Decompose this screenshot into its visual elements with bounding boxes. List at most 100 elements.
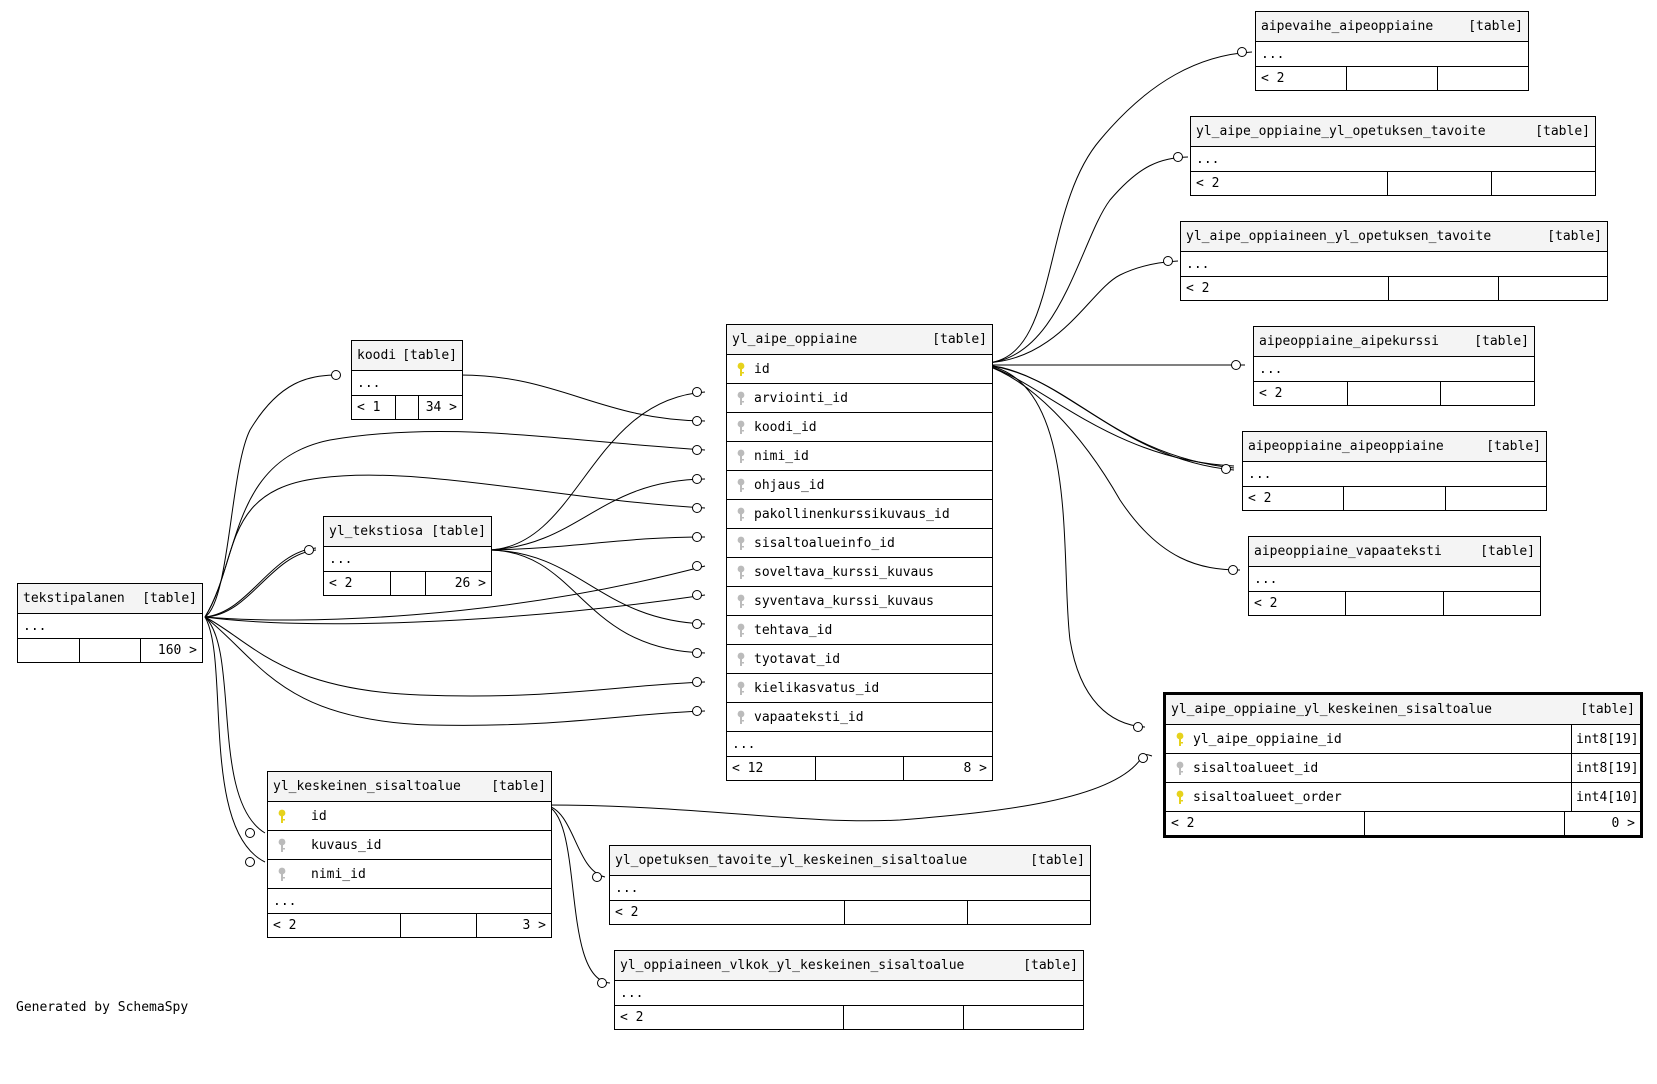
table-tag: [table] — [142, 591, 197, 606]
rows-cell — [844, 901, 967, 924]
crowfoot-circle — [692, 648, 702, 658]
rows-cell — [1345, 592, 1442, 615]
parents-count[interactable]: < 2 — [1261, 71, 1285, 86]
crowfoot-circle — [1163, 256, 1173, 266]
children-count[interactable] — [1442, 592, 1540, 615]
column-row[interactable]: koodi_id — [727, 413, 992, 442]
column-row[interactable]: id — [268, 802, 551, 831]
table-name: yl_keskeinen_sisaltoalue — [273, 779, 461, 794]
crowfoot-circle — [692, 416, 702, 426]
rows-cell — [78, 639, 141, 662]
table-yl-aipe-oppiaine-yl-keskeinen-sisaltoalue[interactable]: yl_aipe_oppiaine_yl_keskeinen_sisaltoalu… — [1163, 692, 1643, 838]
column-row[interactable]: soveltava_kurssi_kuvaus — [727, 558, 992, 587]
table-tag: [table] — [1480, 544, 1535, 559]
column-row[interactable]: tehtava_id — [727, 616, 992, 645]
parents-count[interactable]: < 1 — [357, 400, 381, 415]
column-row[interactable]: tyotavat_id — [727, 645, 992, 674]
children-count[interactable] — [1440, 382, 1534, 405]
column-row[interactable]: nimi_id — [727, 442, 992, 471]
table-tag: [table] — [1474, 334, 1529, 349]
children-count[interactable] — [967, 901, 1090, 924]
parents-count[interactable]: < 2 — [1259, 386, 1283, 401]
table-yl-aipe-oppiaine[interactable]: yl_aipe_oppiaine[table] id arviointi_id … — [726, 324, 993, 781]
table-yl-aipe-oppiaine-yl-opetuksen-tavoite[interactable]: yl_aipe_oppiaine_yl_opetuksen_tavoite[ta… — [1190, 116, 1596, 196]
table-yl-opetuksen-tavoite-yl-keskeinen-sisaltoalue[interactable]: yl_opetuksen_tavoite_yl_keskeinen_sisalt… — [609, 845, 1091, 925]
table-tag: [table] — [1547, 229, 1602, 244]
column-row[interactable]: syventava_kurssi_kuvaus — [727, 587, 992, 616]
edge-tp-tekstiosa-2 — [204, 547, 317, 618]
parents-count[interactable]: < 2 — [615, 905, 639, 920]
children-count[interactable]: 160 > — [140, 639, 202, 662]
column-name: sisaltoalueinfo_id — [754, 535, 895, 551]
column-type: int4[10] — [1571, 783, 1640, 811]
column-row[interactable]: nimi_id — [268, 860, 551, 889]
parents-count[interactable]: < 2 — [329, 576, 353, 591]
column-name: tyotavat_id — [754, 651, 841, 667]
column-row[interactable]: vapaateksti_id — [727, 703, 992, 732]
foreign-key-icon — [734, 681, 748, 696]
parents-count[interactable]: < 2 — [620, 1010, 644, 1025]
primary-key-icon — [734, 362, 748, 377]
rows-cell — [395, 396, 418, 419]
parents-count[interactable]: < 2 — [1171, 816, 1195, 831]
children-count[interactable] — [1444, 487, 1546, 510]
parents-count[interactable]: < 2 — [1254, 596, 1278, 611]
table-aipeoppiaine-aipekurssi[interactable]: aipeoppiaine_aipekurssi[table] ... < 2 — [1253, 326, 1535, 406]
edge-to-ohjaus — [489, 478, 706, 551]
table-yl-oppiaineen-vlkok-yl-keskeinen-sisaltoalue[interactable]: yl_oppiaineen_vlkok_yl_keskeinen_sisalto… — [614, 950, 1084, 1030]
column-name: nimi_id — [311, 866, 366, 882]
edge-main-vapaateksti — [984, 364, 1241, 571]
children-count[interactable] — [963, 1006, 1083, 1029]
children-count[interactable]: 34 > — [418, 396, 462, 419]
parents-count[interactable]: < 2 — [1186, 281, 1210, 296]
column-name: syventava_kurssi_kuvaus — [754, 593, 935, 609]
column-name: kuvaus_id — [311, 837, 382, 853]
columns-ellipsis: ... — [1243, 462, 1546, 487]
children-count[interactable] — [1497, 277, 1608, 300]
parents-count[interactable] — [18, 639, 79, 662]
column-name: kielikasvatus_id — [754, 680, 880, 696]
column-row[interactable]: arviointi_id — [727, 384, 992, 413]
table-tekstipalanen[interactable]: tekstipalanen[table] ... 160 > — [17, 583, 203, 663]
column-row[interactable]: sisaltoalueinfo_id — [727, 529, 992, 558]
columns-ellipsis: ... — [1249, 567, 1540, 592]
foreign-key-icon — [734, 478, 748, 493]
column-row[interactable]: id — [727, 355, 992, 384]
column-type: int8[19] — [1571, 754, 1640, 782]
column-row[interactable]: ohjaus_id — [727, 471, 992, 500]
table-yl-aipe-oppiaineen-yl-opetuksen-tavoite[interactable]: yl_aipe_oppiaineen_yl_opetuksen_tavoite[… — [1180, 221, 1608, 301]
table-tag: [table] — [1486, 439, 1541, 454]
column-row[interactable]: kielikasvatus_id — [727, 674, 992, 703]
children-count[interactable]: 3 > — [475, 914, 551, 937]
parents-count[interactable]: < 2 — [273, 918, 297, 933]
parents-count[interactable]: < 2 — [1196, 176, 1220, 191]
parents-count[interactable]: < 12 — [732, 761, 764, 776]
foreign-key-icon — [734, 536, 748, 551]
children-count[interactable]: 8 > — [903, 757, 992, 780]
columns-ellipsis: ... — [268, 889, 551, 914]
table-name: tekstipalanen — [23, 591, 125, 606]
column-row[interactable]: pakollinenkurssikuvaus_id — [727, 500, 992, 529]
table-aipevaihe-aipeoppiaine[interactable]: aipevaihe_aipeoppiaine[table] ... < 2 — [1255, 11, 1529, 91]
table-yl-keskeinen-sisaltoalue[interactable]: yl_keskeinen_sisaltoalue[table] id kuvau… — [267, 771, 552, 938]
table-name: aipevaihe_aipeoppiaine — [1261, 19, 1434, 34]
table-aipeoppiaine-vapaateksti[interactable]: aipeoppiaine_vapaateksti[table] ... < 2 — [1248, 536, 1541, 616]
table-tag: [table] — [1535, 124, 1590, 139]
table-name: aipeoppiaine_aipeoppiaine — [1248, 439, 1444, 454]
children-count[interactable] — [1491, 172, 1595, 195]
rows-cell — [1346, 382, 1441, 405]
edge-tp-kuvaus — [204, 616, 266, 834]
table-aipeoppiaine-aipeoppiaine[interactable]: aipeoppiaine_aipeoppiaine [table] ... < 2 — [1242, 431, 1547, 511]
column-name: vapaateksti_id — [754, 709, 864, 725]
children-count[interactable]: 0 > — [1563, 812, 1640, 835]
children-count[interactable]: 26 > — [424, 572, 492, 595]
children-count[interactable] — [1437, 67, 1528, 90]
foreign-key-icon — [734, 449, 748, 464]
parents-count[interactable]: < 2 — [1248, 491, 1272, 506]
column-row[interactable]: kuvaus_id — [268, 831, 551, 860]
